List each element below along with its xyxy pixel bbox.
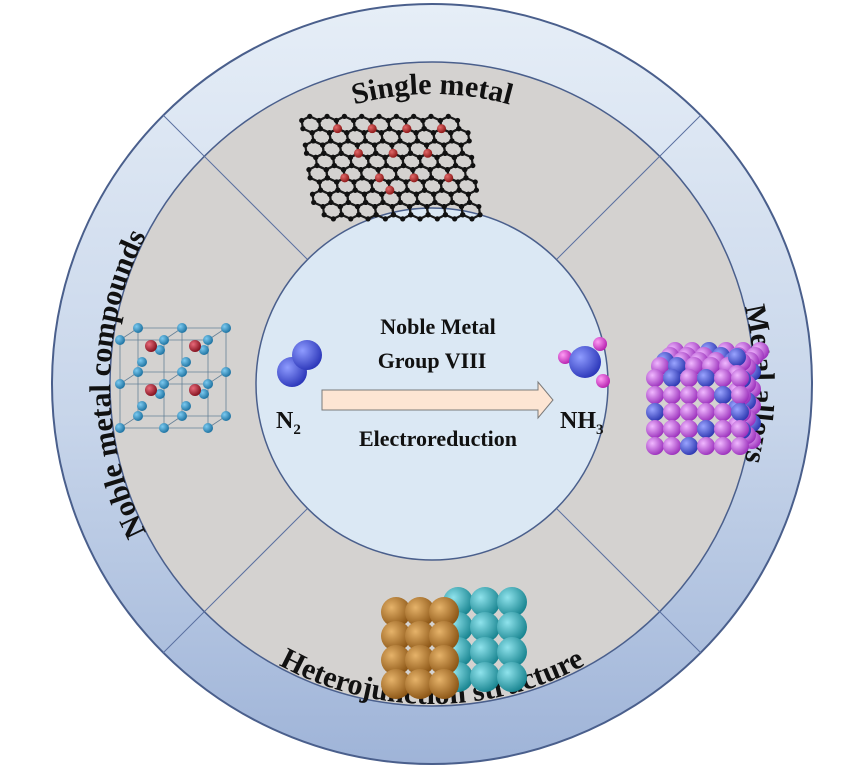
inner-circle bbox=[255, 207, 609, 561]
product-label: NH3 bbox=[560, 408, 604, 438]
nh3-molecule-icon bbox=[558, 337, 610, 388]
n2-molecule-icon bbox=[277, 340, 322, 387]
heterojunction-image bbox=[381, 587, 527, 699]
process-label: Electroreduction bbox=[359, 426, 517, 451]
center-title-line2: Group VIII bbox=[378, 348, 487, 373]
alloy-cube-image bbox=[646, 342, 769, 455]
graphene-single-atom-image bbox=[299, 113, 483, 222]
divider-lines bbox=[162, 114, 702, 654]
center-title-line1: Noble Metal bbox=[380, 314, 495, 339]
crystal-lattice-image bbox=[115, 323, 231, 433]
reaction-arrow bbox=[321, 380, 554, 420]
reactant-label: N2 bbox=[276, 408, 301, 438]
